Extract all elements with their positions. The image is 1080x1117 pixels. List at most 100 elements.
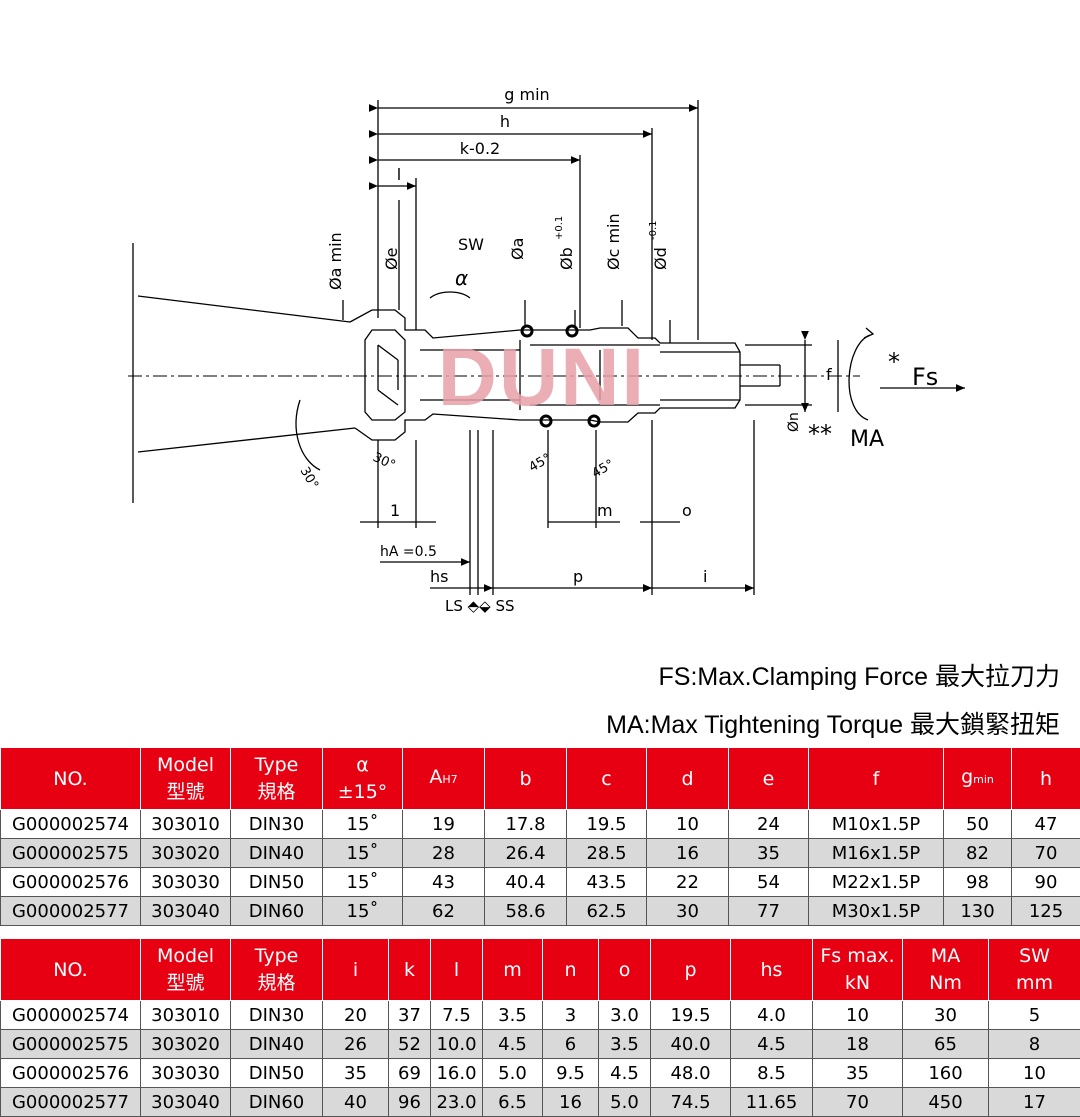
table-cell: 62.5 [567,897,647,926]
table-cell: 5 [989,1001,1080,1030]
table-cell: 77 [729,897,809,926]
angle-45-left: 45° [527,451,554,476]
header-a: AH7 [403,748,485,810]
dim-g-min: g min [504,85,549,104]
dim-c-min: Øc min [604,213,623,270]
table-cell: 160 [903,1059,989,1088]
table-cell: 98 [944,868,1012,897]
table-cell: 6.5 [483,1088,543,1117]
table-cell: 17.8 [485,810,567,839]
table-cell: 35 [813,1059,903,1088]
technical-drawing: g min h k-0.2 l Øa min Øe SW α Øa Øb +0.… [0,0,1080,640]
table-cell: G000002574 [1,810,141,839]
table-cell: 7.5 [431,1001,483,1030]
table-cell: 18 [813,1030,903,1059]
dim-d: Ød [651,247,670,270]
table-cell: 26.4 [485,839,567,868]
table-cell: 303010 [141,810,231,839]
header-p: p [651,939,731,1001]
table-cell: G000002574 [1,1001,141,1030]
angle-30-right: 30° [370,450,397,473]
table-cell: 50 [944,810,1012,839]
dim-d-tol: -0.1 [648,220,659,240]
table-cell: G000002576 [1,1059,141,1088]
table-cell: DIN40 [231,1030,323,1059]
header-d: d [647,748,729,810]
table-cell: 10.0 [431,1030,483,1059]
ma-label: MA [850,427,884,452]
table-cell: 82 [944,839,1012,868]
table-cell: 16.0 [431,1059,483,1088]
header-l: l [431,939,483,1001]
table-cell: 4.5 [731,1030,813,1059]
table-cell: 4.5 [483,1030,543,1059]
table-cell: 43 [403,868,485,897]
table-cell: 96 [389,1088,431,1117]
table-cell: 70 [1012,839,1080,868]
fs-star: * [888,348,900,376]
table-cell: 15˚ [323,839,403,868]
dim-k: k-0.2 [460,139,500,158]
ma-stars: ** [808,420,832,448]
header-h: h [1012,748,1080,810]
table-cell: 69 [389,1059,431,1088]
dim-b-tol: +0.1 [554,216,565,240]
dim-n: Øn [786,412,802,432]
table-cell: DIN50 [231,868,323,897]
table-cell: 35 [323,1059,389,1088]
table-cell: 19.5 [567,810,647,839]
dim-a: Øa [508,238,527,260]
table-cell: DIN40 [231,839,323,868]
dim-p: p [573,567,583,586]
table-cell: 8 [989,1030,1080,1059]
table-cell: M16x1.5P [809,839,944,868]
table-cell: 40.0 [651,1030,731,1059]
header-no: NO. [1,748,141,810]
table-cell: 15˚ [323,868,403,897]
table-cell: M30x1.5P [809,897,944,926]
table-cell: 47 [1012,810,1080,839]
watermark-logo: DUNI [438,332,646,423]
dim-b: Øb [557,247,576,270]
table-cell: 9.5 [543,1059,599,1088]
table-cell: M22x1.5P [809,868,944,897]
header-hs: hs [731,939,813,1001]
table-cell: 19.5 [651,1001,731,1030]
table-cell: 28.5 [567,839,647,868]
table-cell: 3.0 [599,1001,651,1030]
table-cell: 90 [1012,868,1080,897]
dim-m: m [597,501,613,520]
table-cell: 303040 [141,1088,231,1117]
header-no: NO. [1,939,141,1001]
table-cell: 303030 [141,868,231,897]
table-cell: 26 [323,1030,389,1059]
table-cell: 40.4 [485,868,567,897]
table-cell: 19 [403,810,485,839]
table-cell: M10x1.5P [809,810,944,839]
table-cell: 4.5 [599,1059,651,1088]
table-cell: 35 [729,839,809,868]
header-c: c [567,748,647,810]
table-cell: 303040 [141,897,231,926]
table-cell: 303010 [141,1001,231,1030]
table-cell: DIN60 [231,1088,323,1117]
header-g-min: gmin [944,748,1012,810]
table-cell: DIN50 [231,1059,323,1088]
dim-o: o [682,501,692,520]
table-cell: 52 [389,1030,431,1059]
header-n: n [543,939,599,1001]
table-cell: DIN60 [231,897,323,926]
angle-45-right: 45° [590,457,617,482]
caption-tightening-torque: MA:Max Tightening Torque 最大鎖緊扭矩 [606,705,1060,741]
dim-h: h [500,112,510,131]
